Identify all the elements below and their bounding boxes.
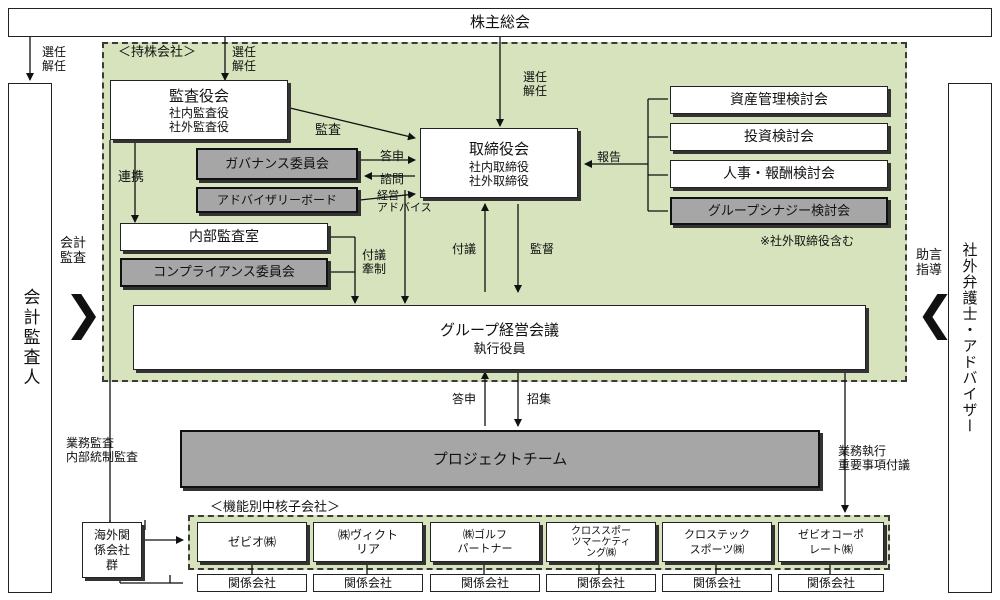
external-advisor-label: 社外弁護士・アドバイザー (960, 242, 979, 434)
governance-report-label: 答申 (380, 149, 405, 163)
subsidiary-6: ゼビオコーポ レート㈱ (778, 522, 884, 562)
overseas-label: 海外関 係会社 群 (93, 527, 130, 572)
subsidiary-3-label: ㈱ゴルフ パートナー (457, 528, 513, 555)
group-meeting-sub: 執行役員 (473, 342, 526, 357)
accounting-auditor: 会計監査人 (8, 83, 52, 593)
related-company-2-label: 関係会社 (343, 576, 392, 590)
board-title: 取締役会 (468, 140, 529, 158)
advice-label: 助言 指導 (916, 248, 943, 278)
project-report-label: 答申 (452, 392, 477, 406)
chevron-left-icon: ❮ (916, 286, 955, 340)
advisory-advice-label: 経営 アドバイス (377, 189, 432, 214)
related-company-4-label: 関係会社 (576, 576, 625, 590)
subsidiary-3: ㈱ゴルフ パートナー (430, 522, 540, 562)
shareholders-meeting: 株主総会 (8, 8, 992, 37)
committee-asset-label: 資産管理検討会 (730, 91, 828, 108)
committee-asset: 資産管理検討会 (670, 86, 888, 114)
related-company-5: 関係会社 (662, 574, 772, 592)
advisory-label: アドバイザリーボード (216, 192, 337, 207)
subsidiaries-label: ＜機能別中核子会社＞ (210, 500, 341, 515)
related-company-1: 関係会社 (197, 574, 307, 592)
group-management-meeting: グループ経営会議 執行役員 (133, 305, 866, 370)
chevron-right-icon: ❯ (64, 286, 103, 340)
project-team: プロジェクトチーム (180, 430, 820, 488)
related-company-3-label: 関係会社 (460, 576, 509, 590)
subsidiary-4: クロススポー ツマーケティ ング㈱ (546, 522, 656, 562)
audit-board: 監査役会 社内監査役 社外監査役 (110, 80, 288, 140)
internal-audit-label: 内部監査室 (189, 228, 259, 245)
holding-company-label: ＜持株会社＞ (118, 45, 197, 60)
related-company-2: 関係会社 (313, 574, 423, 592)
committee-synergy: グループシナジー検討会 (670, 197, 888, 225)
board-member-1: 社内取締役 (468, 160, 529, 174)
advisory-board: アドバイザリーボード (196, 187, 358, 213)
left-audit-label: 業務監査 内部統制監査 (66, 436, 139, 464)
external-advisor: 社外弁護士・アドバイザー (948, 83, 992, 593)
committee-investment-label: 投資検討会 (744, 128, 814, 145)
governance-label: ガバナンス委員会 (225, 156, 329, 172)
related-company-3: 関係会社 (430, 574, 540, 592)
subsidiary-4-label: クロススポー ツマーケティ ング㈱ (571, 525, 631, 559)
subsidiary-5: クロステック スポーツ㈱ (662, 522, 772, 562)
committee-report-label: 報告 (597, 150, 622, 164)
related-company-6: 関係会社 (778, 574, 884, 592)
subsidiary-6-label: ゼビオコーポ レート㈱ (798, 528, 864, 556)
compliance-committee: コンプライアンス委員会 (120, 258, 328, 287)
governance-committee: ガバナンス委員会 (196, 148, 358, 180)
committee-investment: 投資検討会 (670, 123, 888, 151)
committee-hr-label: 人事・報酬検討会 (723, 165, 835, 182)
overseas-affiliates: 海外関 係会社 群 (82, 522, 142, 578)
subsidiary-2-label: ㈱ヴィクト リア (337, 528, 398, 556)
related-company-6-label: 関係会社 (806, 576, 855, 590)
audit-board-member-2: 社外監査役 (168, 120, 229, 134)
governance-consult-label: 諮問 (380, 172, 405, 186)
audit-board-member-1: 社内監査役 (168, 106, 229, 120)
right-exec-label: 業務執行 重要事項付議 (838, 444, 911, 472)
internal-audit-office: 内部監査室 (120, 223, 328, 251)
subsidiary-1-label: ゼビオ㈱ (227, 535, 276, 549)
internal-audit-proposal-label: 付議 牽制 (362, 248, 387, 276)
subsidiary-2: ㈱ヴィクト リア (313, 522, 423, 562)
related-company-5-label: 関係会社 (692, 576, 741, 590)
cooperation-label: 連携 (118, 170, 145, 185)
accounting-audit-label: 会計 監査 (60, 236, 87, 266)
accounting-auditor-label: 会計監査人 (19, 288, 40, 388)
project-convene-label: 招集 (527, 392, 552, 406)
shareholders-label: 株主総会 (469, 13, 530, 31)
supervise-label: 監督 (530, 242, 555, 256)
board-elect-label: 選任 解任 (523, 70, 548, 98)
board-member-2: 社外取締役 (468, 174, 529, 188)
project-team-label: プロジェクトチーム (432, 449, 568, 468)
related-company-4: 関係会社 (546, 574, 656, 592)
committee-synergy-label: グループシナジー検討会 (707, 203, 851, 219)
subsidiary-1: ゼビオ㈱ (197, 522, 307, 562)
committee-note: ※社外取締役含む (760, 234, 855, 248)
group-meeting-title: グループ経営会議 (439, 321, 560, 339)
left-elect-label: 選任 解任 (42, 45, 67, 73)
related-company-1-label: 関係会社 (227, 576, 276, 590)
compliance-label: コンプライアンス委員会 (153, 265, 295, 280)
committee-hr: 人事・報酬検討会 (670, 160, 888, 188)
board-of-directors: 取締役会 社内取締役 社外取締役 (420, 128, 578, 198)
propose-label: 付議 (452, 242, 477, 256)
audit-board-title: 監査役会 (168, 87, 229, 105)
subsidiary-5-label: クロステック スポーツ㈱ (684, 528, 750, 556)
audit-label: 監査 (315, 123, 342, 138)
audit-board-elect-label: 選任 解任 (232, 45, 257, 73)
